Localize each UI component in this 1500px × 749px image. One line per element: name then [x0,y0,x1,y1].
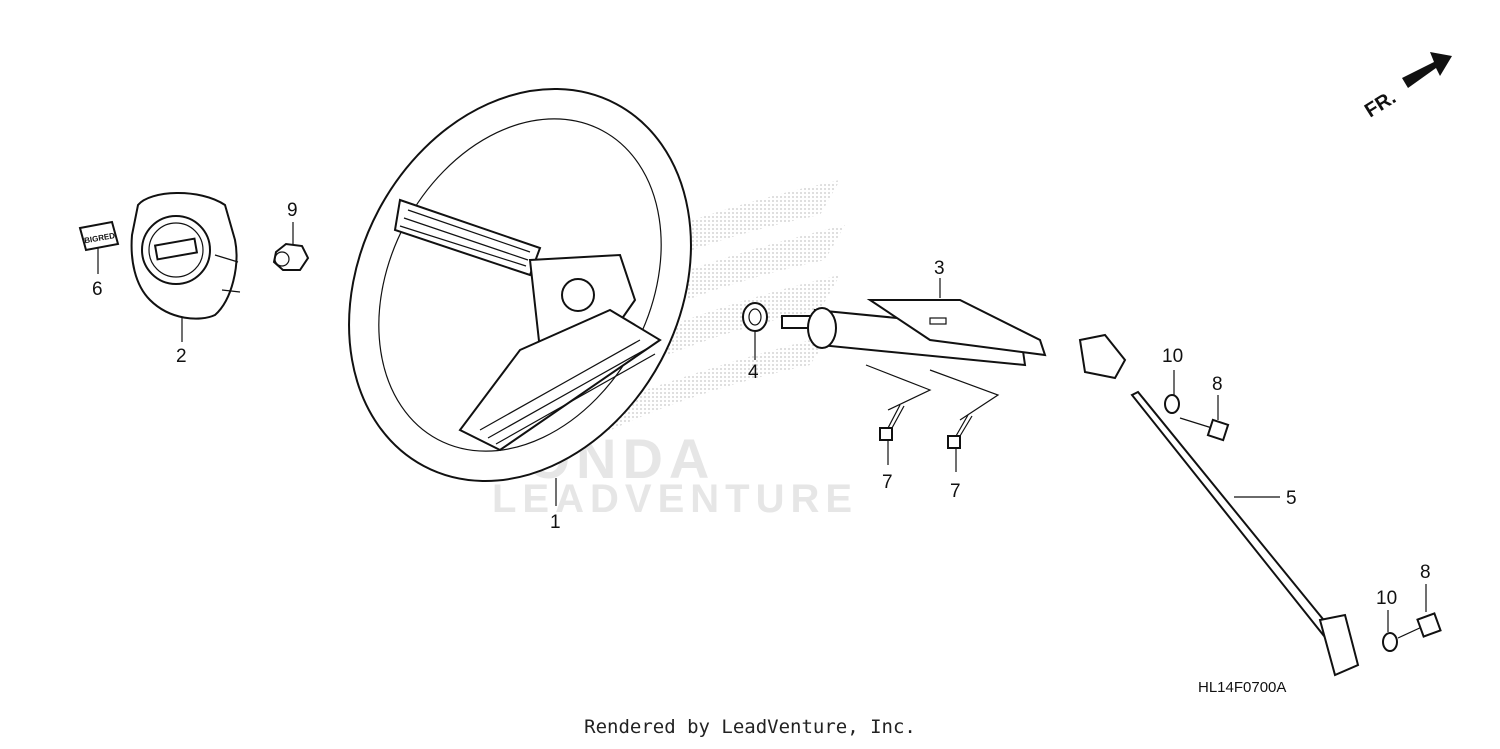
part-washer[interactable] [742,302,768,332]
part-washer-10a[interactable] [1164,394,1180,414]
part-steering-column[interactable] [781,299,1047,367]
rendered-by-caption: Rendered by LeadVenture, Inc. [584,716,916,738]
watermark-text: LEADVENTURE [492,477,858,521]
part-intermediate-shaft[interactable] [1078,333,1360,677]
part-bolt-8b[interactable] [1397,612,1442,639]
callout-7a: 7 [882,472,893,493]
callout-7b: 7 [950,481,961,502]
part-emblem[interactable]: BIGRED [78,220,120,252]
diagram-code: HL14F0700A [1198,679,1287,696]
part-washer-10b[interactable] [1382,632,1398,652]
part-bolt-8a[interactable] [1179,417,1230,442]
part-nut[interactable] [272,242,310,271]
callout-9: 9 [287,200,298,221]
part-steering-wheel[interactable] [282,29,757,541]
callout-3: 3 [934,258,945,279]
direction-label: FR. [1361,87,1400,123]
callout-4: 4 [748,362,759,383]
callout-6: 6 [92,279,103,300]
front-direction-arrow: FR. [1361,52,1452,122]
part-steering-cover[interactable] [130,192,241,320]
callout-10a: 10 [1162,346,1183,367]
callout-1: 1 [550,512,561,533]
callout-8b: 8 [1420,562,1431,583]
callout-5: 5 [1286,488,1297,509]
callout-2: 2 [176,346,187,367]
callout-8a: 8 [1212,374,1223,395]
part-bolt-7b[interactable] [947,414,973,449]
callout-10b: 10 [1376,588,1397,609]
part-bolt-7a[interactable] [879,404,905,441]
leader-lines [97,222,1427,632]
